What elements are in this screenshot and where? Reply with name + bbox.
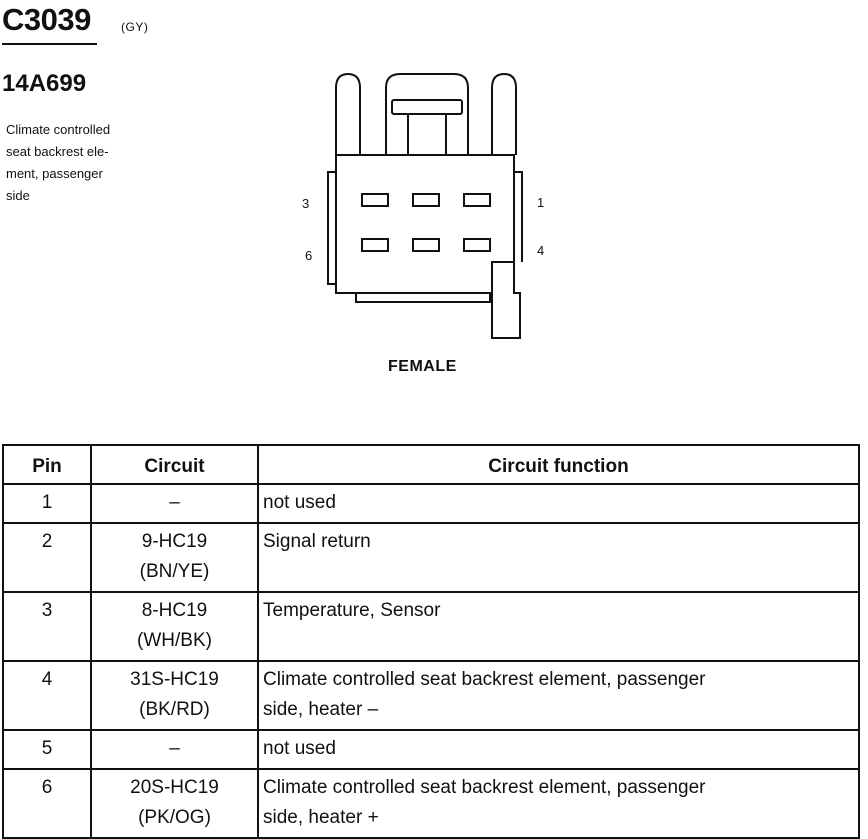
table-row: 3 8-HC19 (WH/BK) Temperature, Sensor (2, 591, 860, 662)
circuit-line: – (169, 738, 180, 759)
circuit-color-line: (WH/BK) (137, 630, 212, 651)
connector-id: C3039 (2, 2, 91, 37)
pin-label-6: 6 (305, 248, 313, 263)
function-line: Climate controlled seat backrest element… (263, 669, 706, 690)
connector-rail-left (327, 171, 336, 285)
pinout-table: Pin Circuit Circuit function 1 – not use… (2, 444, 860, 839)
connector-color-code: (GY) (121, 20, 149, 34)
connector-description: Climate controlled seat backrest ele- me… (6, 119, 146, 207)
description-line: seat backrest ele- (6, 144, 109, 159)
table-row: 1 – not used (2, 483, 860, 524)
pin-cell: 5 (2, 729, 92, 770)
connector-latch-right (491, 72, 517, 155)
connector-body (335, 154, 515, 294)
pin-cell: 2 (2, 522, 92, 593)
circuit-cell: 9-HC19 (BN/YE) (90, 522, 259, 593)
table-row: 6 20S-HC19 (PK/OG) Climate controlled se… (2, 768, 860, 839)
connector-rail-right (514, 171, 523, 262)
pin-cavity-1 (463, 193, 491, 207)
connector-wire-lead (491, 261, 521, 339)
description-line: ment, passenger (6, 166, 103, 181)
circuit-line: – (169, 492, 180, 513)
pin-cell: 6 (2, 768, 92, 839)
function-line: side, heater + (263, 807, 379, 828)
function-cell: Climate controlled seat backrest element… (257, 660, 860, 731)
table-row: 4 31S-HC19 (BK/RD) Climate controlled se… (2, 660, 860, 731)
connector-face-diagram (327, 72, 523, 339)
circuit-line: 20S-HC19 (130, 777, 219, 798)
circuit-cell: – (90, 483, 259, 524)
connector-top-arch (385, 73, 469, 155)
circuit-color-line: (PK/OG) (138, 807, 211, 828)
function-cell: not used (257, 483, 860, 524)
header-circuit: Circuit (90, 444, 259, 485)
function-cell: Temperature, Sensor (257, 591, 860, 662)
circuit-color-line: (BK/RD) (139, 699, 210, 720)
circuit-cell: 20S-HC19 (PK/OG) (90, 768, 259, 839)
table-header-row: Pin Circuit Circuit function (2, 444, 860, 485)
circuit-cell: – (90, 729, 259, 770)
description-line: side (6, 188, 30, 203)
function-line: Temperature, Sensor (263, 600, 441, 621)
pin-cavity-4 (463, 238, 491, 252)
function-line: Signal return (263, 531, 371, 552)
part-number: 14A699 (2, 70, 87, 97)
function-cell: not used (257, 729, 860, 770)
header-circuit-function: Circuit function (257, 444, 860, 485)
circuit-cell: 8-HC19 (WH/BK) (90, 591, 259, 662)
function-cell: Signal return (257, 522, 860, 593)
connector-latch-left (335, 72, 361, 155)
connector-lock-tab (391, 99, 463, 115)
pin-label-3: 3 (302, 196, 310, 211)
function-line: not used (263, 492, 336, 513)
function-cell: Climate controlled seat backrest element… (257, 768, 860, 839)
pin-cavity-3 (361, 193, 389, 207)
table-row: 2 9-HC19 (BN/YE) Signal return (2, 522, 860, 593)
pin-cell: 1 (2, 483, 92, 524)
circuit-line: 9-HC19 (141, 531, 208, 552)
description-line: Climate controlled (6, 122, 111, 137)
connector-gender-label: FEMALE (388, 358, 457, 375)
function-line: side, heater – (263, 699, 379, 720)
circuit-line: 8-HC19 (141, 600, 208, 621)
circuit-color-line: (BN/YE) (139, 561, 210, 582)
circuit-cell: 31S-HC19 (BK/RD) (90, 660, 259, 731)
connector-id-underline (2, 43, 97, 45)
header-pin: Pin (2, 444, 92, 485)
pin-cavity-5 (412, 238, 440, 252)
function-line: Climate controlled seat backrest element… (263, 777, 706, 798)
table-row: 5 – not used (2, 729, 860, 770)
connector-bottom-rail (355, 293, 491, 303)
circuit-line: 31S-HC19 (130, 669, 219, 690)
pin-cell: 4 (2, 660, 92, 731)
pin-label-1: 1 (537, 195, 545, 210)
pin-cavity-6 (361, 238, 389, 252)
pin-label-4: 4 (537, 243, 545, 258)
pin-cavity-2 (412, 193, 440, 207)
pin-cell: 3 (2, 591, 92, 662)
function-line: not used (263, 738, 336, 759)
connector-lock-tab-stem (407, 113, 447, 156)
